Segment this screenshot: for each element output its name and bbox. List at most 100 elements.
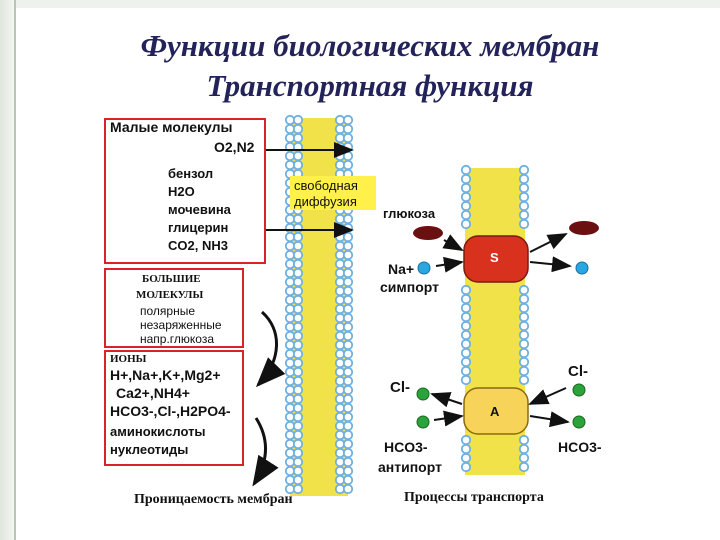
lipid-head	[292, 114, 304, 126]
arrow-symport-out1	[529, 233, 568, 253]
lipid-head	[460, 311, 472, 323]
lipid-head	[460, 347, 472, 359]
lipid-head	[460, 356, 472, 368]
lipid-head	[292, 483, 304, 495]
lipid-head	[460, 443, 472, 455]
ions-line1: H+,Na+,K+,Mg2+	[110, 367, 221, 383]
lipid-head	[518, 320, 530, 332]
lipid-head	[342, 357, 354, 369]
lipid-head	[292, 411, 304, 423]
lipid-head	[342, 258, 354, 270]
arrow-antiport-hco3-in	[433, 410, 464, 427]
curved-arrow-ions	[252, 417, 279, 487]
lipid-head	[292, 132, 304, 144]
na-ion-right	[575, 261, 589, 275]
lipid-head	[460, 452, 472, 464]
lipid-head	[292, 348, 304, 360]
large-line-uncharged: незаряженные	[140, 318, 222, 332]
hco3-label-left: HCO3-	[384, 439, 428, 455]
antiport-label: антипорт	[378, 459, 442, 475]
lipid-head	[342, 213, 354, 225]
lipid-head	[460, 218, 472, 230]
lipid-head	[292, 384, 304, 396]
symport-label: симпорт	[380, 279, 439, 295]
lipid-head	[342, 447, 354, 459]
lipid-head	[292, 447, 304, 459]
lipid-head	[292, 474, 304, 486]
lipid-head	[342, 411, 354, 423]
lipid-head	[342, 240, 354, 252]
lipid-head	[342, 429, 354, 441]
lipid-head	[342, 474, 354, 486]
cl-label-left: Cl-	[390, 379, 410, 396]
lipid-head	[342, 402, 354, 414]
lipid-head	[292, 213, 304, 225]
lipid-head	[460, 284, 472, 296]
small-item-benzene: бензол	[168, 166, 214, 181]
arrow-symport-out2	[529, 256, 572, 273]
permeability-caption: Проницаемость мембран	[134, 492, 293, 507]
lipid-head	[342, 285, 354, 297]
arrow-antiport-hco3-out	[529, 411, 570, 428]
lipid-head	[518, 164, 530, 176]
ions-line2: Ca2+,NH4+	[116, 385, 190, 401]
lipid-head	[342, 339, 354, 351]
lipid-head	[342, 267, 354, 279]
ions-line5: нуклеотиды	[110, 442, 189, 457]
lipid-head	[460, 191, 472, 203]
lipid-head	[518, 356, 530, 368]
free-diffusion-line2: диффузия	[294, 194, 357, 209]
lipid-head	[342, 483, 354, 495]
lipid-head	[292, 312, 304, 324]
lipid-head	[342, 312, 354, 324]
lipid-head	[460, 209, 472, 221]
hco3-label-right: HCO3-	[558, 439, 602, 455]
glucose-molecule-right	[569, 221, 599, 235]
lipid-head	[292, 321, 304, 333]
symport-carrier	[463, 235, 529, 283]
lipid-head	[342, 276, 354, 288]
free-diffusion-highlight	[290, 176, 376, 210]
o2n2-label: O2,N2	[214, 139, 255, 155]
lipid-head	[342, 294, 354, 306]
lipid-head	[518, 173, 530, 185]
lipid-head	[518, 434, 530, 446]
lipid-head	[292, 267, 304, 279]
ions-line3: HCO3-,Cl-,H2PO4-	[110, 403, 231, 419]
lipid-head	[292, 456, 304, 468]
lipid-head	[518, 191, 530, 203]
lipid-head	[292, 285, 304, 297]
large-molecules-header1: БОЛЬШИЕ	[142, 273, 201, 285]
small-molecules-box	[104, 118, 266, 264]
antiport-carrier	[463, 387, 529, 435]
ions-box	[104, 350, 244, 466]
lipid-head	[292, 249, 304, 261]
small-molecules-header: Малые молекулы	[110, 119, 233, 135]
lipid-head	[292, 123, 304, 135]
arrow-antiport-cl-out	[430, 392, 463, 408]
lipid-head	[342, 150, 354, 162]
lipid-head	[460, 461, 472, 473]
lipid-head	[342, 456, 354, 468]
lipid-head	[518, 443, 530, 455]
lipid-head	[518, 218, 530, 230]
lipid-head	[460, 302, 472, 314]
lipid-head	[292, 438, 304, 450]
lipid-head	[292, 159, 304, 171]
lipid-head	[292, 366, 304, 378]
lipid-head	[518, 338, 530, 350]
lipid-head	[518, 347, 530, 359]
na-ion-left	[417, 261, 431, 275]
glucose-molecule-left	[413, 226, 443, 240]
lipid-head	[292, 420, 304, 432]
lipid-head	[342, 303, 354, 315]
na-label: Na+	[388, 261, 415, 277]
hco3-ion-left	[416, 415, 430, 429]
lipid-head	[518, 209, 530, 221]
lipid-head	[460, 320, 472, 332]
slide-title: Функции биологических мембран	[140, 28, 600, 63]
cl-label-right: Cl-	[568, 363, 588, 380]
small-item-co2-nh3: CO2, NH3	[168, 238, 228, 253]
lipid-head	[518, 374, 530, 386]
symport-carrier-letter: S	[490, 250, 499, 265]
